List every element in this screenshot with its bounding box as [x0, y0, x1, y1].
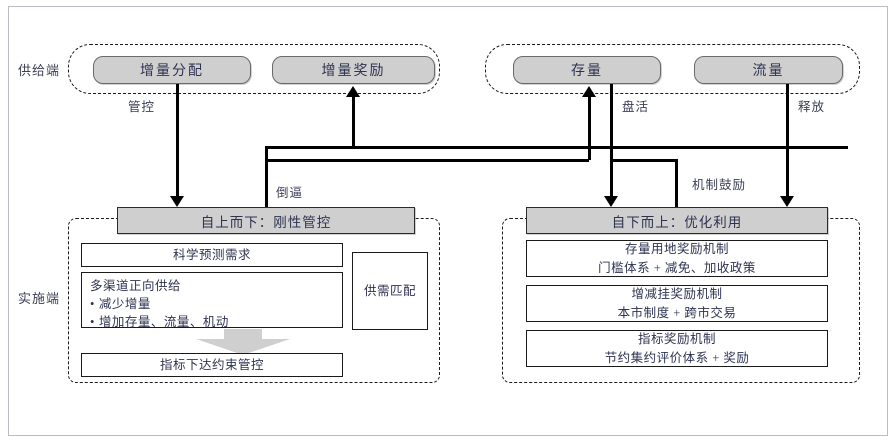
- supply-item-incremental-reward[interactable]: 增量奖励: [272, 56, 435, 84]
- connector-force-horizontal: [265, 146, 848, 149]
- connector-stock-riser: [588, 96, 591, 160]
- left-box-quota-control[interactable]: 指标下达约束管控: [81, 353, 343, 377]
- supply-item-incremental-allocation[interactable]: 增量分配: [93, 56, 251, 84]
- right-box-2-line1: 增减挂奖励机制: [631, 287, 723, 302]
- right-panel-header: 自下而上：优化利用: [526, 207, 828, 234]
- right-box-3-line1: 指标奖励机制: [637, 332, 716, 347]
- connector-reward-riser: [352, 96, 355, 146]
- right-box-1-line1: 存量用地奖励机制: [624, 242, 729, 257]
- edge-label-mechanism-incentive: 机制鼓励: [692, 178, 747, 192]
- connector-revitalize-arrowhead: [604, 196, 618, 207]
- supply-item-flow[interactable]: 流量: [694, 56, 843, 84]
- left-box-demand-forecast[interactable]: 科学预测需求: [81, 243, 343, 267]
- right-box-1-line2: 门槛体系 + 减免、加收政策: [598, 260, 756, 275]
- left-box-multichannel-bullet-1: 减少增量: [90, 295, 151, 313]
- side-label-supply: 供给端: [18, 63, 61, 78]
- right-box-stock-land-incentive[interactable]: 存量用地奖励机制 门槛体系 + 减免、加收政策: [526, 240, 828, 277]
- side-label-implementation: 实施端: [18, 291, 61, 306]
- edge-label-revitalize: 盘活: [622, 100, 650, 114]
- supply-item-stock[interactable]: 存量: [513, 56, 661, 84]
- left-box-supply-demand-match[interactable]: 供需匹配: [352, 252, 428, 330]
- connector-force-stub: [265, 146, 268, 208]
- right-box-link-incentive[interactable]: 增减挂奖励机制 本市制度 + 跨市交易: [526, 285, 828, 322]
- connector-stock-horizontal: [265, 159, 589, 162]
- connector-mechanism-horizontal: [610, 159, 678, 162]
- connector-stock-arrowhead: [582, 86, 596, 97]
- edge-label-force: 倒逼: [276, 186, 304, 200]
- connector-release-line: [786, 84, 789, 197]
- left-box-multichannel-supply[interactable]: 多渠道正向供给 减少增量 增加存量、流量、机动: [81, 272, 343, 331]
- connector-release-arrowhead: [780, 196, 794, 207]
- right-box-3-line2: 节约集约评价体系 + 奖励: [604, 350, 750, 365]
- connector-reward-arrowhead: [346, 86, 360, 97]
- connector-revitalize-line: [610, 84, 613, 197]
- left-box-multichannel-bullet-2: 增加存量、流量、机动: [90, 313, 229, 331]
- connector-mechanism-stub: [675, 159, 678, 210]
- edge-label-release: 释放: [798, 100, 826, 114]
- supply-right-group: [485, 44, 860, 94]
- downward-block-arrow-icon: [196, 329, 290, 355]
- left-box-multichannel-title: 多渠道正向供给: [90, 279, 182, 293]
- edge-label-control: 管控: [128, 100, 156, 114]
- left-panel-header: 自上而下：刚性管控: [117, 207, 415, 234]
- connector-control-arrowhead: [170, 196, 184, 207]
- right-box-2-line2: 本市制度 + 跨市交易: [617, 305, 737, 320]
- right-box-quota-incentive[interactable]: 指标奖励机制 节约集约评价体系 + 奖励: [526, 330, 828, 367]
- supply-left-group: [68, 44, 440, 94]
- connector-control-line: [176, 84, 179, 197]
